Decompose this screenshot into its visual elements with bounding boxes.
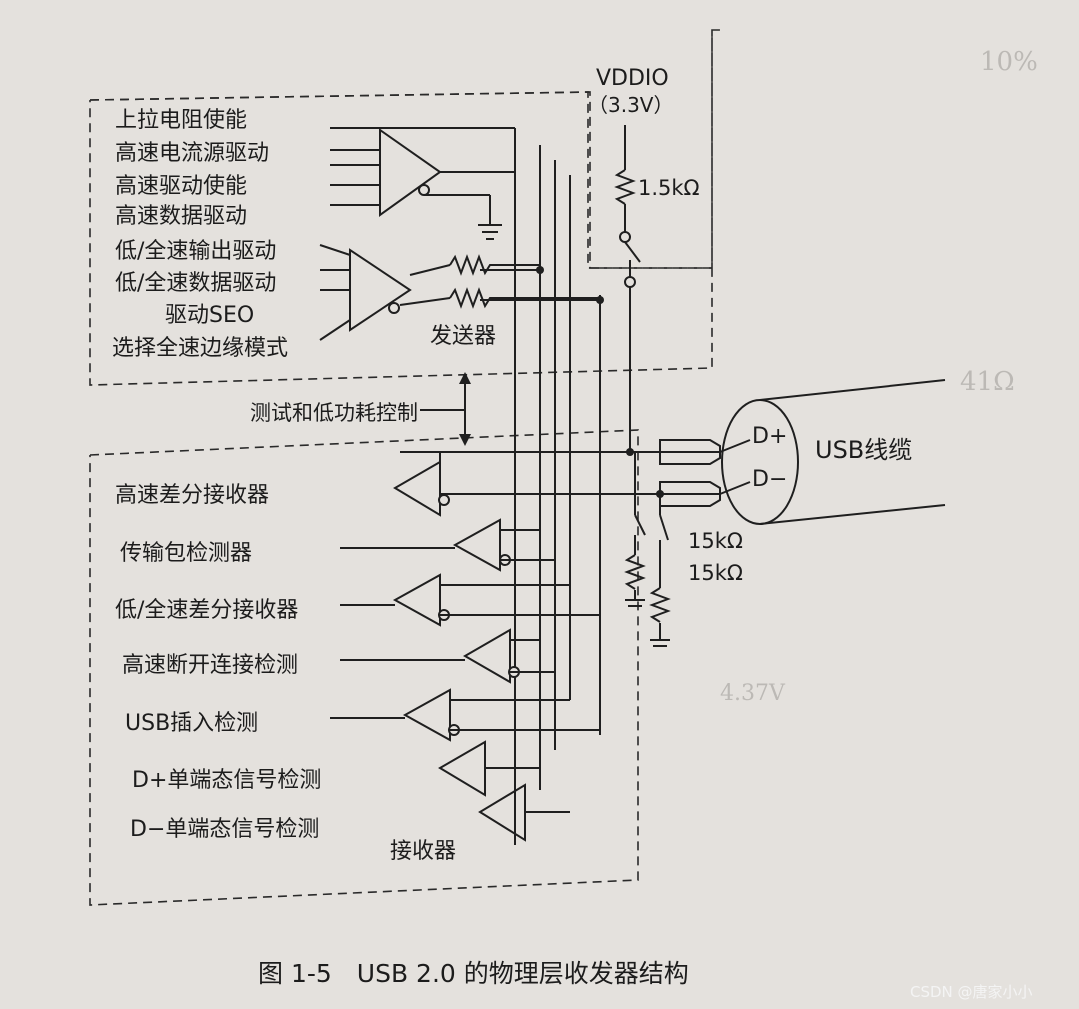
rx-item-label: 低/全速差分接收器: [115, 598, 298, 623]
transmitter-box: [89, 29, 720, 386]
vddio-label: VDDIO: [596, 66, 669, 91]
hs-driver-amplifier: [330, 127, 515, 240]
cable-connectors: [659, 439, 751, 507]
pulldown-network: [624, 452, 671, 647]
pulldown-resistor-label: 15kΩ: [688, 529, 743, 553]
pullup-resistor-label: 1.5kΩ: [638, 176, 700, 200]
usb-cable: [721, 379, 946, 525]
receiver-box: [89, 429, 639, 906]
rx-item-label: USB插入检测: [125, 711, 258, 736]
control-label: 测试和低功耗控制: [250, 401, 418, 425]
fs-driver-amplifier: [319, 244, 600, 341]
rx-item-label: D−单端态信号检测: [130, 817, 319, 842]
rx-item-label: 传输包检测器: [120, 541, 252, 566]
tx-input-label: 高速数据驱动: [115, 204, 247, 229]
pulldown-resistor-label: 15kΩ: [688, 561, 743, 585]
data-lines: [400, 260, 720, 498]
svg-text:41Ω: 41Ω: [960, 367, 1015, 397]
dplus-label: D+: [752, 424, 787, 449]
svg-text:4.37V: 4.37V: [720, 681, 786, 706]
svg-text:10%: 10%: [980, 47, 1038, 77]
dminus-label: D−: [752, 467, 787, 492]
usb-cable-label: USB线缆: [815, 436, 912, 464]
tx-input-label: 低/全速输出驱动: [115, 239, 276, 264]
receiver-amplifiers: [330, 452, 600, 842]
transmitter-title: 发送器: [430, 324, 496, 349]
tx-input-label: 驱动SEO: [165, 303, 254, 328]
tx-input-label: 上拉电阻使能: [115, 108, 247, 133]
tx-input-label: 高速驱动使能: [115, 174, 247, 199]
rx-item-label: D+单端态信号检测: [132, 768, 321, 793]
figure-caption: 图 1-5 USB 2.0 的物理层收发器结构: [258, 959, 689, 988]
control-arrow: [420, 372, 471, 446]
tx-input-label: 选择全速边缘模式: [112, 336, 288, 361]
tx-input-label: 低/全速数据驱动: [115, 271, 276, 296]
vddio-voltage-label: （3.3V）: [588, 93, 674, 117]
rx-item-label: 高速差分接收器: [115, 483, 269, 508]
rx-item-label: 高速断开连接检测: [122, 653, 298, 678]
receiver-title: 接收器: [390, 839, 456, 864]
bus-lines: [514, 128, 601, 845]
background-bleed-text: 10% 41Ω 4.37V: [720, 47, 1038, 706]
tx-input-label: 高速电流源驱动: [115, 141, 269, 166]
csdn-watermark: CSDN @唐家小小: [910, 983, 1033, 1001]
pullup-network: [614, 125, 641, 452]
